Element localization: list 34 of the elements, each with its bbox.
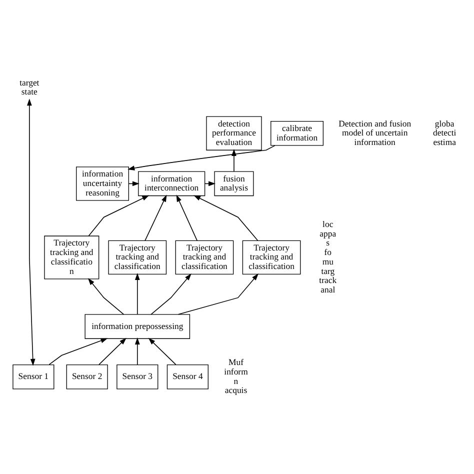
arrow — [98, 338, 126, 365]
node-box: Sensor 1 — [12, 364, 54, 390]
label: globa detecti estima — [433, 118, 456, 148]
node-box: Trajectory tracking and classificatio n — [44, 236, 100, 280]
label: Muf inform n acquis — [224, 357, 248, 396]
node-box: Trajectory tracking and classification — [108, 240, 167, 275]
node-text: target state — [20, 77, 40, 97]
node-box: information interconnection — [138, 171, 206, 196]
arrow — [26, 98, 36, 366]
arrow — [150, 274, 192, 315]
arrow — [134, 338, 140, 365]
arrow — [128, 145, 276, 170]
arrow — [194, 195, 258, 241]
arrow — [88, 195, 150, 236]
node-box: Trajectory tracking and classification — [242, 240, 301, 275]
arrow — [176, 194, 198, 241]
node-box: calibrate information — [270, 120, 324, 146]
arrow — [134, 273, 140, 315]
node-box: information prepossessing — [84, 314, 190, 339]
node-box: detection performance evaluation — [206, 116, 262, 150]
node-box: Sensor 3 — [116, 364, 158, 390]
arrow — [232, 148, 236, 172]
label: loc appa s fo mu targ track anal — [319, 218, 337, 295]
node-box: Trajectory tracking and classification — [175, 240, 234, 275]
node-box: fusion analysis — [214, 171, 254, 196]
arrow — [144, 194, 167, 241]
label: Detection and fusion model of uncertain information — [338, 118, 412, 148]
arrow — [148, 338, 176, 365]
node-box: Sensor 2 — [66, 364, 108, 390]
arrow — [178, 274, 258, 315]
node-box: Sensor 4 — [166, 364, 208, 390]
node-box: information uncertainty reasoning — [76, 166, 130, 201]
arrow — [88, 278, 124, 315]
arrow — [48, 338, 108, 365]
